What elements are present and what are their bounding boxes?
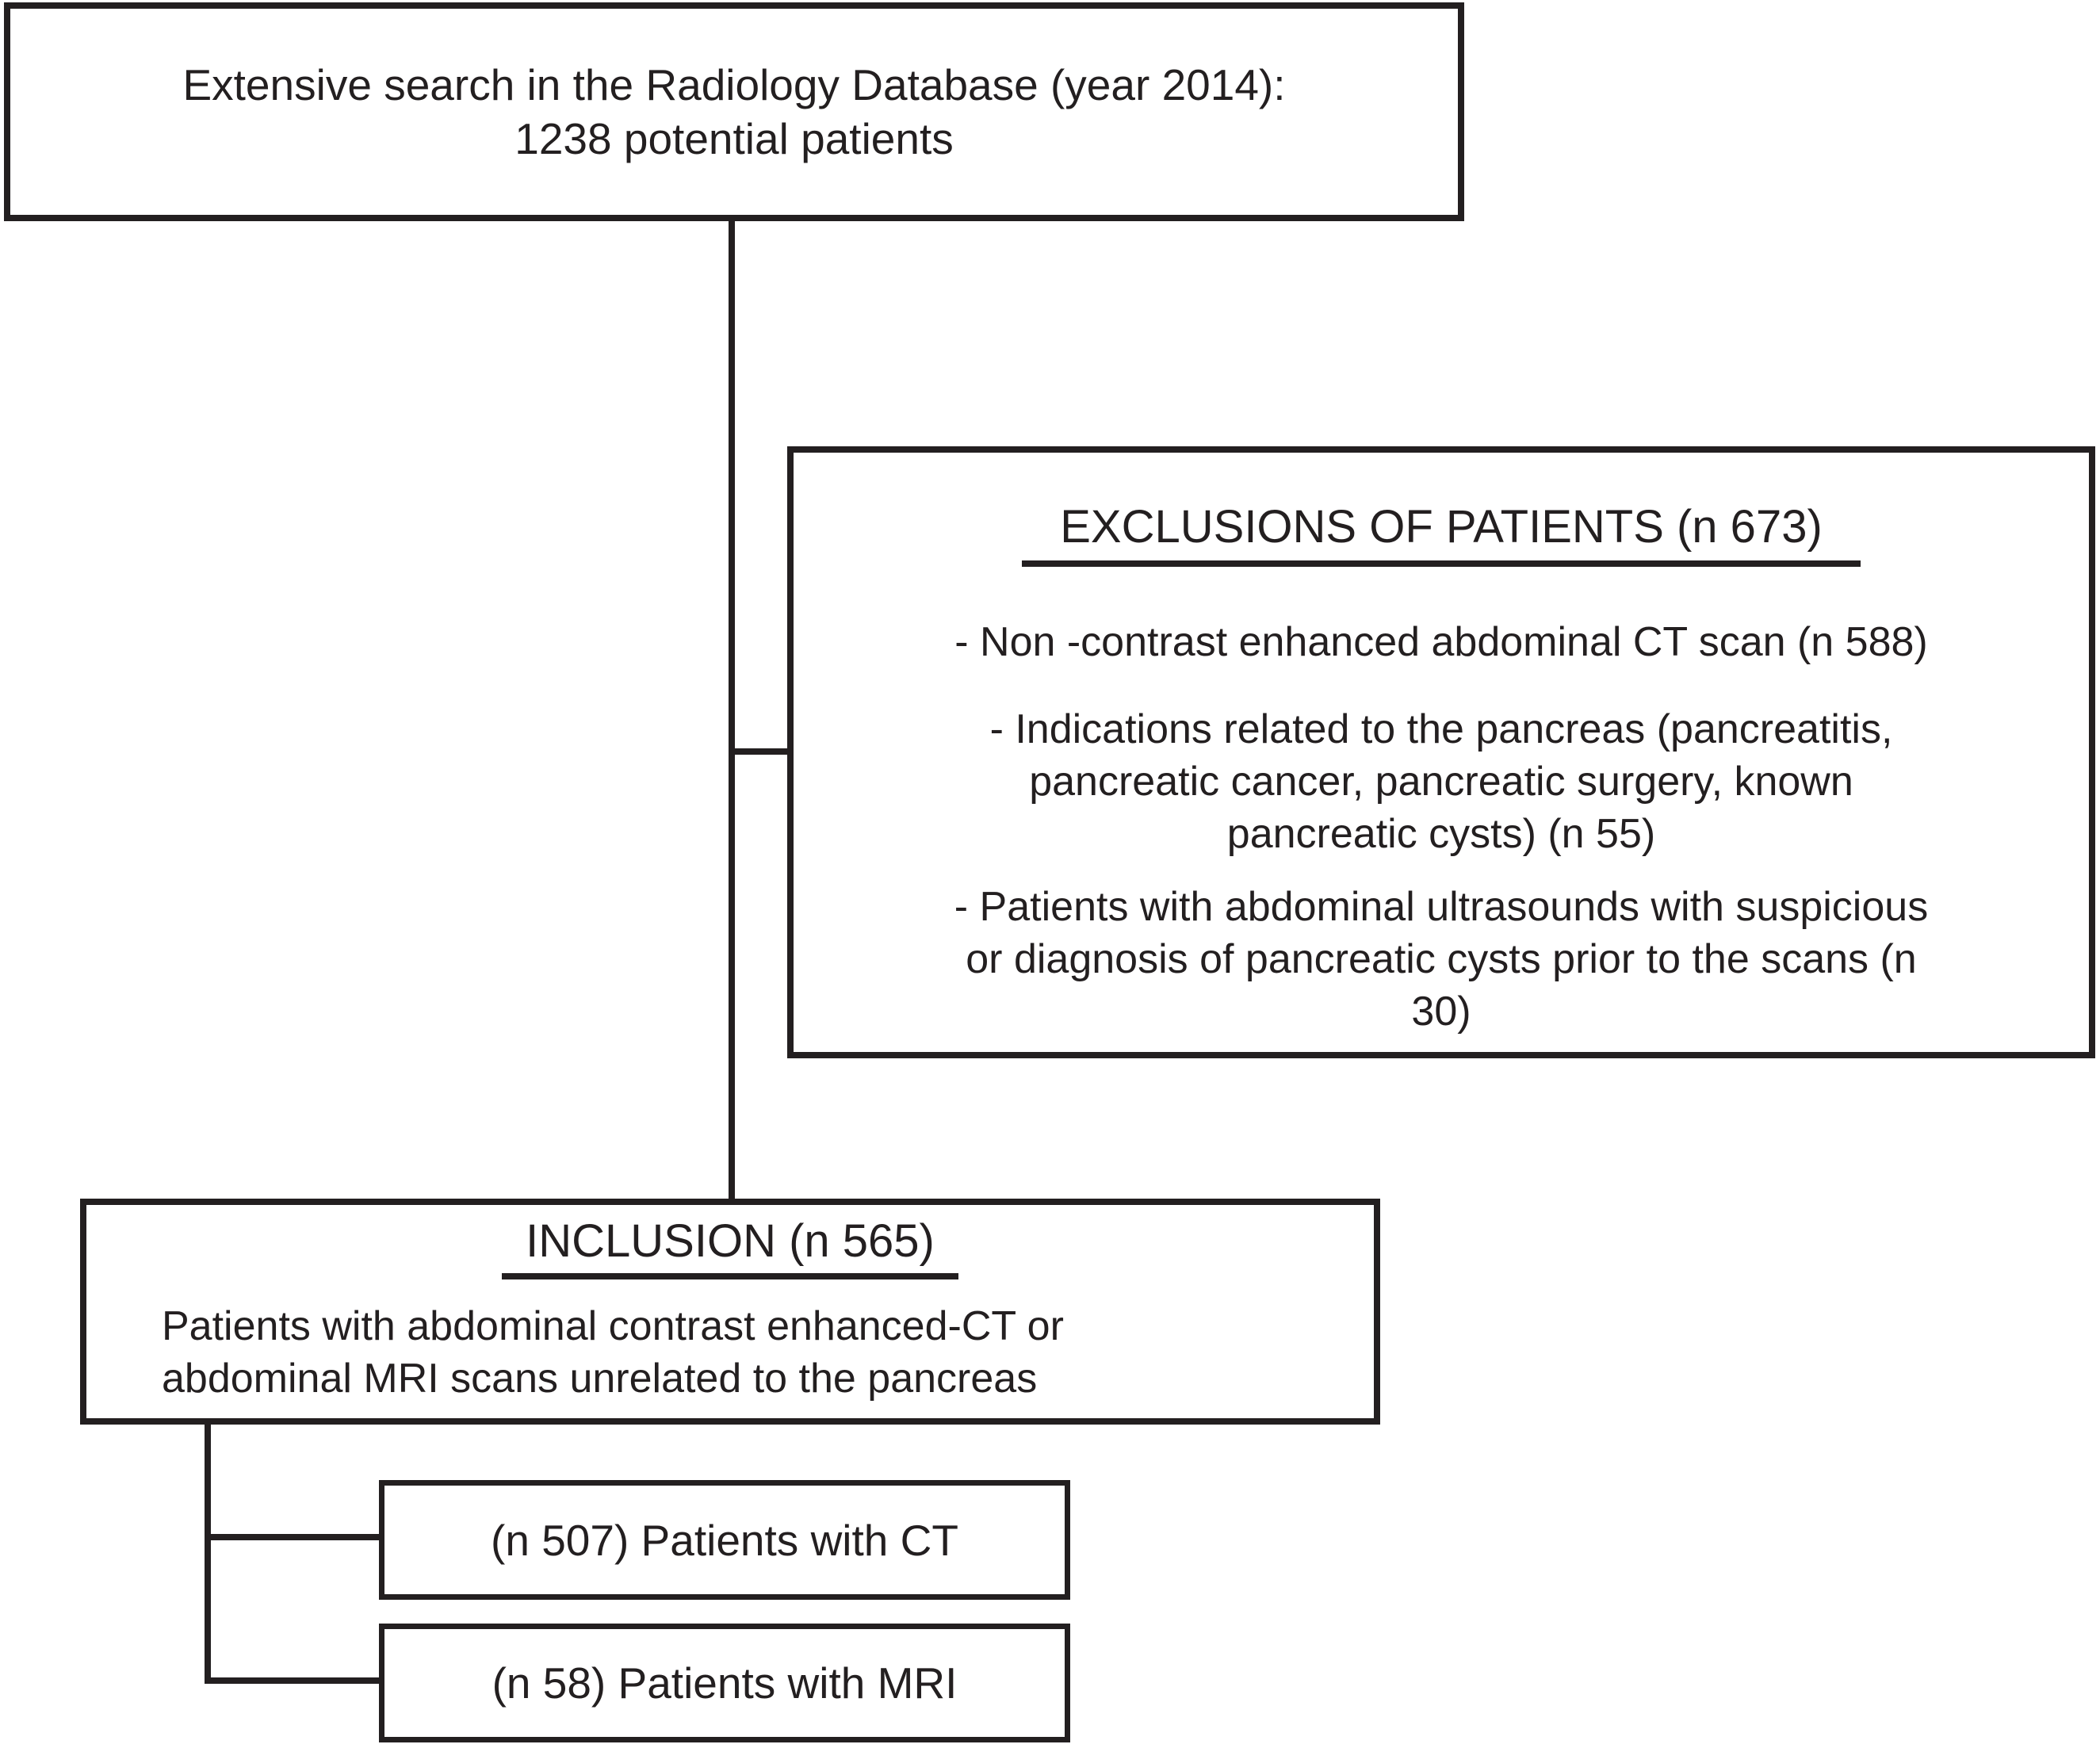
ct-patients-box: (n 507) Patients with CT	[379, 1480, 1070, 1600]
ct-patients-label: (n 507) Patients with CT	[491, 1515, 958, 1565]
exclusion-item-3-line3: 30)	[1411, 989, 1471, 1035]
mri-patients-label: (n 58) Patients with MRI	[492, 1658, 958, 1708]
exclusions-title-text: EXCLUSIONS OF PATIENTS (n 673)	[1022, 499, 1861, 567]
exclusion-item-2-line1: - Indications related to the pancreas (p…	[989, 706, 1893, 752]
exclusion-item-3-line1: - Patients with abdominal ultrasounds wi…	[954, 884, 1929, 930]
exclusion-item-2-line2: pancreatic cancer, pancreatic surgery, k…	[1029, 759, 1853, 805]
inclusion-body-line2: abdominal MRI scans unrelated to the pan…	[162, 1356, 1038, 1402]
mri-patients-box: (n 58) Patients with MRI	[379, 1624, 1070, 1742]
connector-exclusions-stub	[733, 748, 792, 755]
connector-mri-branch	[205, 1677, 382, 1684]
source-box: Extensive search in the Radiology Databa…	[4, 2, 1464, 221]
connector-source-to-inclusion	[729, 220, 735, 1200]
inclusion-body: Patients with abdominal contrast enhance…	[86, 1300, 1374, 1405]
inclusion-title: INCLUSION (n 565)	[86, 1213, 1374, 1279]
inclusion-box: INCLUSION (n 565) Patients with abdomina…	[80, 1199, 1380, 1425]
exclusion-item-3-line2: or diagnosis of pancreatic cysts prior t…	[966, 936, 1917, 982]
exclusions-box: EXCLUSIONS OF PATIENTS (n 673) - Non -co…	[787, 446, 2095, 1058]
inclusion-body-line1: Patients with abdominal contrast enhance…	[162, 1303, 1064, 1349]
source-box-line2: 1238 potential patients	[514, 114, 954, 163]
exclusion-item-2: - Indications related to the pancreas (p…	[794, 703, 2089, 860]
exclusion-item-1-line1: - Non -contrast enhanced abdominal CT sc…	[954, 619, 1928, 665]
exclusion-item-1: - Non -contrast enhanced abdominal CT sc…	[794, 616, 2089, 668]
exclusion-item-3: - Patients with abdominal ultrasounds wi…	[794, 881, 2089, 1038]
exclusion-item-2-line3: pancreatic cysts) (n 55)	[1226, 811, 1656, 857]
connector-inclusion-to-children	[205, 1423, 211, 1684]
source-box-line1: Extensive search in the Radiology Databa…	[182, 60, 1286, 109]
inclusion-title-text: INCLUSION (n 565)	[502, 1213, 958, 1279]
connector-ct-branch	[205, 1534, 382, 1540]
exclusions-title: EXCLUSIONS OF PATIENTS (n 673)	[794, 499, 2089, 567]
